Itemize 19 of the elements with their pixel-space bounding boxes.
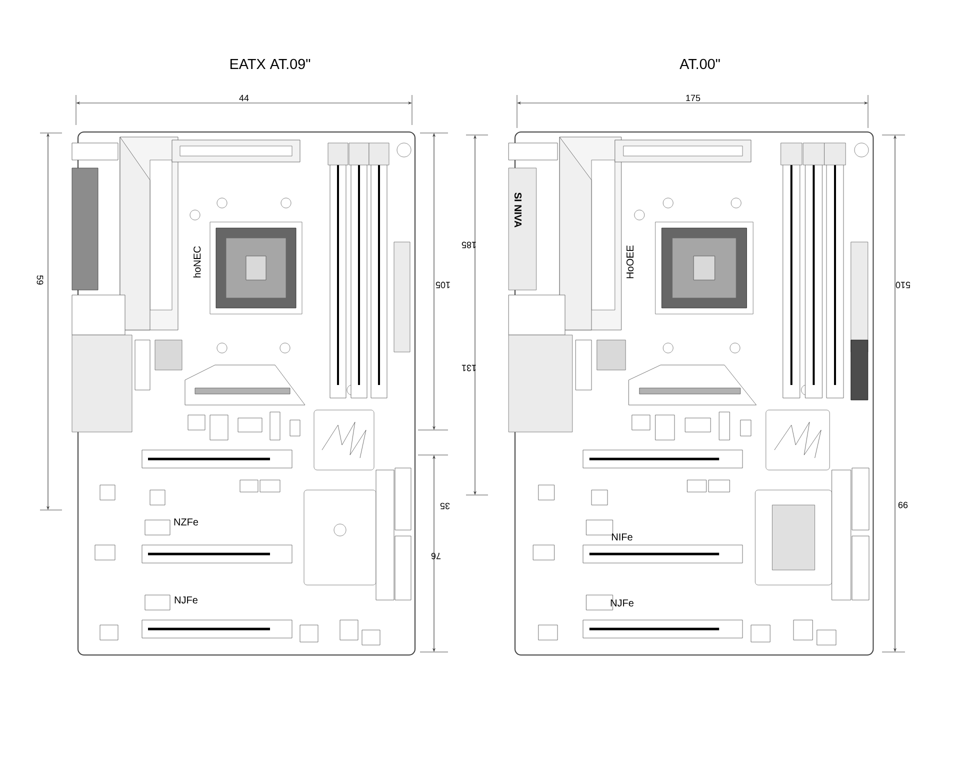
silkscreen-text: HoOEE xyxy=(626,245,634,278)
silkscreen-text: NIFe xyxy=(612,534,632,540)
dimension-label: 105 xyxy=(436,282,450,288)
dimension-label: 99 xyxy=(898,502,908,508)
heading: EATX AT.09" xyxy=(230,58,310,70)
dimension-label: 185 xyxy=(462,242,476,248)
silkscreen-text: SI NIVA xyxy=(514,192,522,228)
dimension-label: 131 xyxy=(462,364,476,372)
silkscreen-text: NJFe xyxy=(610,600,634,606)
dimension-label: 76 xyxy=(431,552,441,560)
silkscreen-text: NJFe xyxy=(174,596,198,604)
silkscreen-text: NZFe xyxy=(174,518,198,526)
dimension-label: 44 xyxy=(239,94,249,102)
dimension-label: 35 xyxy=(440,502,450,510)
heading: AT.00" xyxy=(680,58,720,70)
silkscreen-text: hoNEC xyxy=(193,246,201,278)
dimension-label: 59 xyxy=(36,275,44,285)
dimension-label: 175 xyxy=(686,94,700,102)
dimension-label: 510 xyxy=(896,282,910,288)
